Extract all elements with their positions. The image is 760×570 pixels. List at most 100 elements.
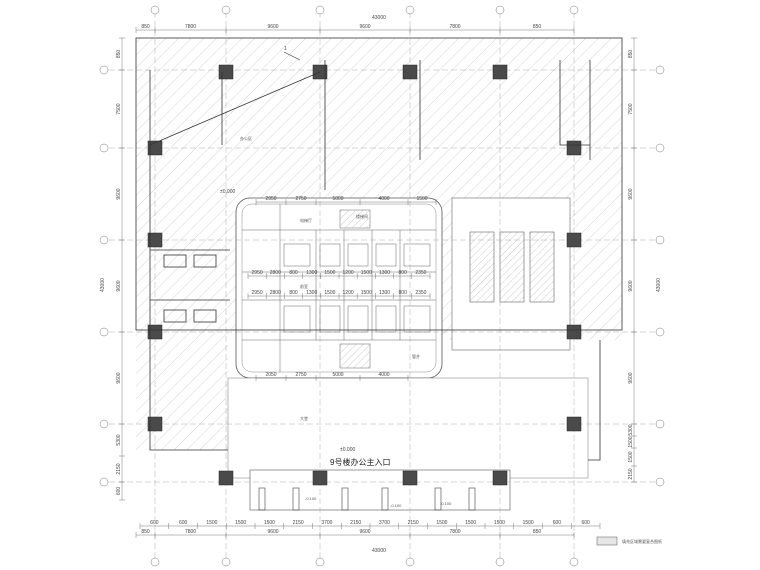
column xyxy=(218,64,234,80)
grid-bubble xyxy=(655,327,665,337)
column xyxy=(566,140,582,156)
entrance-post xyxy=(341,487,349,511)
grid-bubble xyxy=(655,235,665,245)
right-dim-label: 850 xyxy=(628,50,634,59)
core-label: 电梯厅 xyxy=(300,217,312,223)
core-row-dim-2-label: 2950 xyxy=(252,290,263,296)
bottom-dim-label: 7800 xyxy=(185,529,196,535)
legend-label: 填充区域需要复合图纸 xyxy=(622,538,662,544)
core-row-dim-label: 2950 xyxy=(252,270,263,276)
grid-bubble xyxy=(495,557,505,567)
core-top-dim-label: 1500 xyxy=(416,196,427,202)
elev-entrance-2: -0.100 xyxy=(305,496,317,501)
right-dim-label: 9600 xyxy=(628,280,634,291)
core-bottom-dim-label: 2050 xyxy=(265,372,276,378)
grid-bubble xyxy=(99,419,109,429)
core-row-dim-label: 2350 xyxy=(415,270,426,276)
core-row-dim-2-label: 800 xyxy=(289,290,298,296)
grid-bubble xyxy=(99,143,109,153)
core-row-dim-label: 1500 xyxy=(361,270,372,276)
left-dim-label: 5300 xyxy=(116,434,122,445)
core-row-dim-label: 2800 xyxy=(270,270,281,276)
bottom-fine-dim-label: 2150 xyxy=(350,520,361,526)
right-dim-label: 2150 xyxy=(628,468,634,479)
left-dim-label: 9600 xyxy=(116,372,122,383)
bottom-fine-dim-label: 1500 xyxy=(436,520,447,526)
core-row-dim-2-label: 1500 xyxy=(324,290,335,296)
column xyxy=(147,324,163,340)
grid-lines xyxy=(99,5,665,567)
overall-dim-bottom: 43000 xyxy=(372,548,386,554)
column xyxy=(492,64,508,80)
right-dim-label: 9600 xyxy=(628,372,634,383)
core-row-dim-2-label: 1300 xyxy=(306,290,317,296)
grid-bubble xyxy=(150,557,160,567)
legend-swatch xyxy=(596,536,618,546)
core-row-dim-2-label: 1200 xyxy=(343,290,354,296)
left-dim-label: 850 xyxy=(116,50,122,59)
top-dim-label: 9600 xyxy=(359,24,370,30)
core-bottom-dim-label: 2750 xyxy=(295,372,306,378)
grid-bubble xyxy=(495,5,505,15)
overall-dim-top: 43000 xyxy=(372,15,386,21)
bottom-dim-label: 850 xyxy=(533,529,542,535)
grid-bubble xyxy=(99,65,109,75)
elev-entrance: -0.100 xyxy=(390,503,402,508)
right-dim-label: 5300 xyxy=(628,424,634,435)
grid-bubble xyxy=(99,327,109,337)
column xyxy=(218,470,234,486)
bottom-fine-dim-label: 3700 xyxy=(379,520,390,526)
core-row-dim-label: 800 xyxy=(289,270,298,276)
bottom-fine-dim-label: 2150 xyxy=(293,520,304,526)
grid-bubble xyxy=(569,5,579,15)
elev-entrance-3: -0.100 xyxy=(440,501,452,506)
section-marker-label: 1 xyxy=(284,46,287,52)
dimension-lines xyxy=(119,27,637,538)
left-dim-label: 600 xyxy=(116,487,122,496)
bottom-fine-dim-label: 600 xyxy=(150,520,159,526)
core-bottom-dim-label: 4000 xyxy=(378,372,389,378)
top-dim-label: 850 xyxy=(533,24,542,30)
bottom-fine-dim-label: 1500 xyxy=(523,520,534,526)
core-label: 前室 xyxy=(300,283,308,289)
entrance-post xyxy=(434,487,442,511)
bottom-fine-dim-label: 1500 xyxy=(235,520,246,526)
core-label: 管井 xyxy=(412,353,420,359)
left-dim-label: 7500 xyxy=(116,103,122,114)
bottom-fine-dim-label: 1500 xyxy=(494,520,505,526)
core-top-dim-label: 5000 xyxy=(332,196,343,202)
core-top-dim-label: 2950 xyxy=(265,196,276,202)
bottom-dim-label: 850 xyxy=(141,529,150,535)
core-bottom-dim-label: 5000 xyxy=(332,372,343,378)
core-row-dim-label: 1200 xyxy=(343,270,354,276)
section-marker: 1 xyxy=(283,46,301,61)
grid-bubble xyxy=(655,477,665,487)
core-row-dim-label: 800 xyxy=(399,270,408,276)
left-dim-label: 2150 xyxy=(116,463,122,474)
bottom-fine-dim-label: 1500 xyxy=(264,520,275,526)
entrance-post xyxy=(381,487,389,511)
lobby-area xyxy=(227,377,589,511)
legend: 填充区域需要复合图纸 xyxy=(596,536,662,546)
right-dim-label: 1500 xyxy=(628,451,634,462)
top-dim-label: 850 xyxy=(141,24,150,30)
column xyxy=(492,470,508,486)
grid-bubble xyxy=(221,5,231,15)
core-row-dim-label: 1300 xyxy=(379,270,390,276)
entrance-post xyxy=(258,487,266,511)
bottom-fine-dim-label: 1500 xyxy=(206,520,217,526)
columns xyxy=(147,64,582,486)
bottom-fine-dim-label: 600 xyxy=(553,520,562,526)
core-top-dim-label: 2750 xyxy=(295,196,306,202)
bottom-fine-dim-label: 3700 xyxy=(321,520,332,526)
column xyxy=(566,232,582,248)
grid-bubble xyxy=(315,5,325,15)
right-dim-label: 9600 xyxy=(628,188,634,199)
overall-dim-right: 43000 xyxy=(656,278,662,292)
left-dim-label: 9600 xyxy=(116,280,122,291)
elev-office: ±0.000 xyxy=(220,189,235,195)
left-dim-label: 9600 xyxy=(116,188,122,199)
core-row-dim-2-label: 800 xyxy=(399,290,408,296)
